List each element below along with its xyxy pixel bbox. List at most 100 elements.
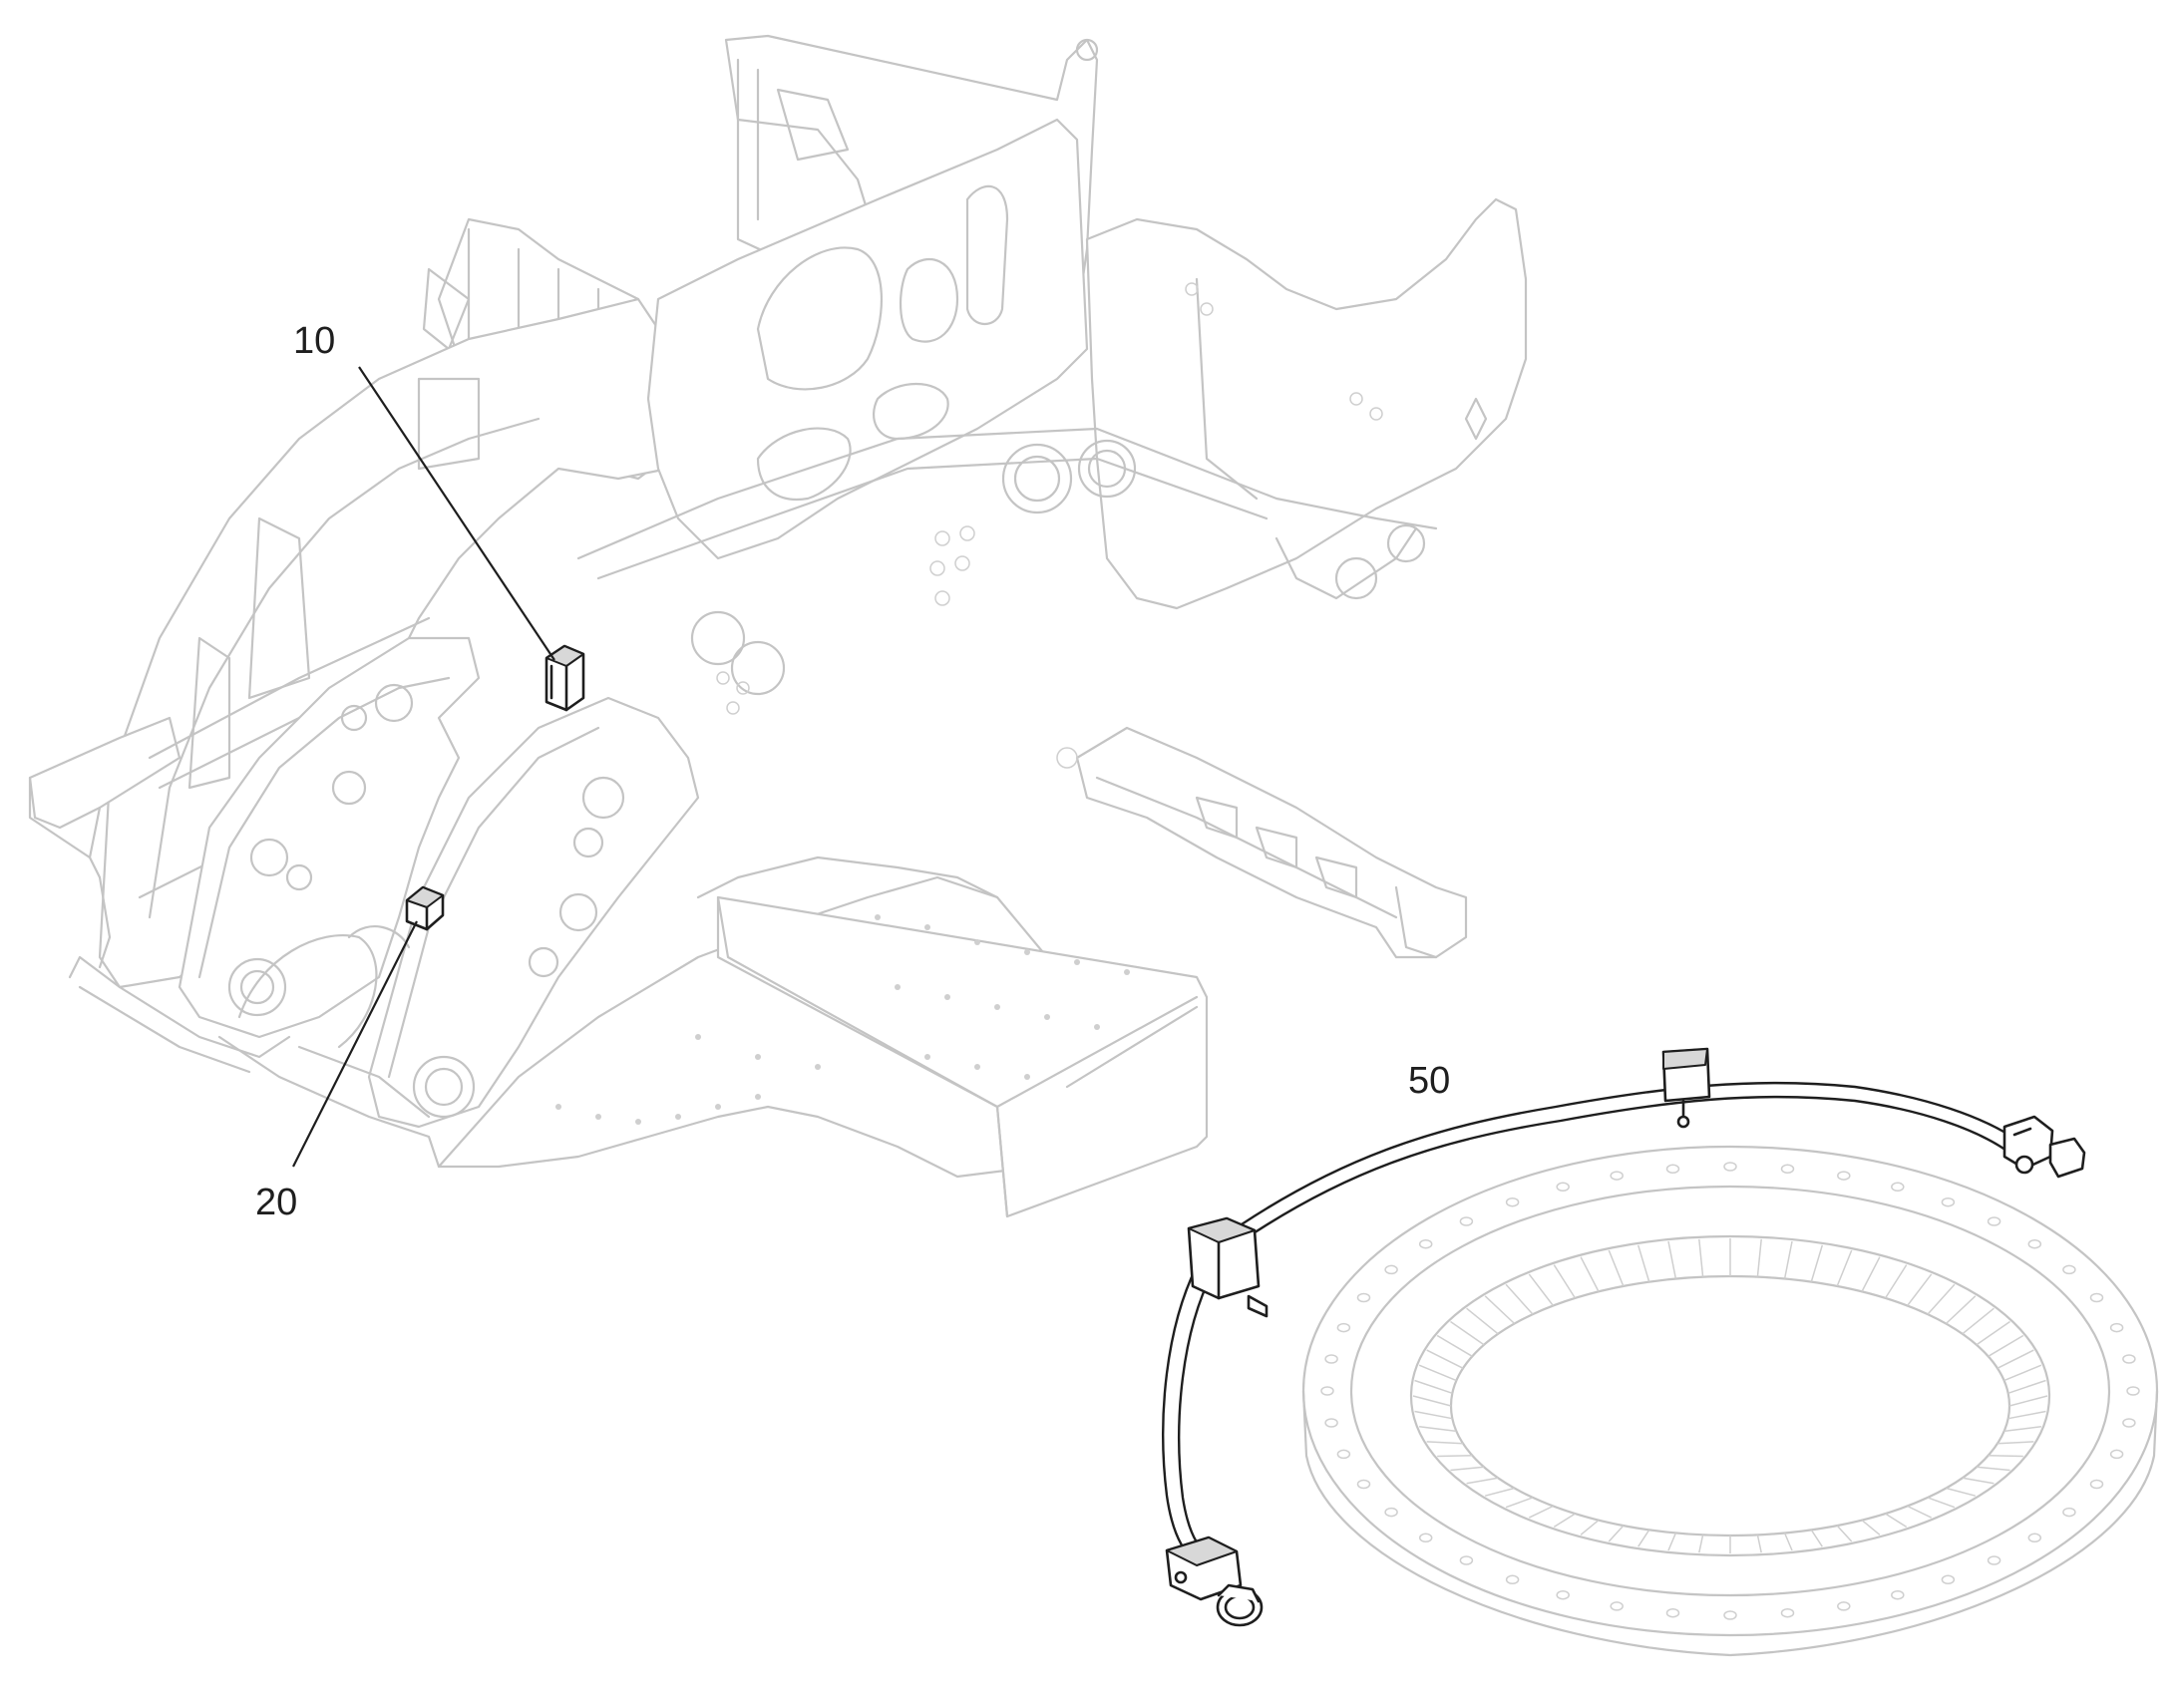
ring-bolt-hole: [1459, 1555, 1474, 1565]
ring-tooth: [1412, 1395, 1452, 1407]
ring-bolt-hole: [1891, 1589, 1905, 1600]
ring-tooth: [1836, 1249, 1853, 1287]
ring-tooth: [1426, 1441, 1464, 1445]
ring-bolt-hole: [2062, 1507, 2076, 1518]
ring-tooth: [1484, 1295, 1516, 1325]
ring-bolt-hole: [2109, 1322, 2124, 1333]
ring-tooth: [1580, 1520, 1600, 1536]
ring-tooth: [1608, 1249, 1625, 1287]
ring-bolt-hole: [1837, 1171, 1851, 1181]
ring-tooth: [1450, 1320, 1485, 1346]
ring-tooth: [1466, 1307, 1499, 1335]
callout-label-20: 20: [255, 1182, 298, 1223]
ring-bolt-hole: [1665, 1164, 1680, 1175]
ring-tooth: [1861, 1520, 1881, 1536]
ring-bolt-hole: [2089, 1292, 2104, 1303]
ring-tooth: [1667, 1240, 1677, 1279]
ring-tooth: [1698, 1238, 1704, 1277]
ring-bolt-hole: [2122, 1354, 2136, 1364]
ring-tooth: [1553, 1513, 1576, 1529]
base-plate-holes: [555, 914, 1130, 1125]
ring-tooth: [1418, 1364, 1457, 1382]
ring-tooth: [2003, 1364, 2042, 1382]
hose-line-icon[interactable]: [1162, 1047, 2086, 1627]
ring-tooth: [1783, 1240, 1793, 1279]
ring-tooth: [1927, 1497, 1956, 1509]
ring-bolt-hole: [2027, 1533, 2042, 1543]
ring-bolt-hole: [2109, 1449, 2124, 1460]
leader-line-20: [292, 920, 418, 1168]
hose-clamp-top: [1661, 1047, 1711, 1129]
ring-bolt-hole: [1459, 1216, 1474, 1226]
ring-bolt-hole: [1320, 1386, 1334, 1396]
ring-tooth: [1946, 1487, 1976, 1497]
ring-tooth: [1945, 1295, 1977, 1325]
ring-bolt-hole: [2122, 1418, 2136, 1428]
ring-bolt-hole: [1324, 1418, 1338, 1428]
ring-tooth: [1962, 1477, 1995, 1485]
ring-tooth: [1637, 1529, 1650, 1547]
ring-tooth: [1810, 1529, 1823, 1547]
ring-tooth: [1528, 1273, 1554, 1306]
callout-leaders: [292, 366, 555, 1168]
ring-tooth: [1553, 1264, 1577, 1299]
base-plate-and-box: [437, 855, 1209, 1218]
callout-label-50: 50: [1408, 1060, 1451, 1102]
ring-bolt-hole: [1987, 1216, 2001, 1226]
ring-tooth: [1698, 1535, 1704, 1553]
ring-tooth: [1962, 1307, 1995, 1335]
ring-bolt-hole: [1356, 1292, 1371, 1303]
ring-bolt-hole: [1418, 1238, 1433, 1249]
ring-bolt-hole: [1505, 1574, 1520, 1585]
ring-tooth: [2003, 1426, 2041, 1433]
ring-tooth: [1426, 1349, 1464, 1369]
hose-fitting-right: [2002, 1115, 2086, 1179]
ring-bolt-hole: [1723, 1162, 1737, 1172]
ring-bolt-hole: [1384, 1507, 1398, 1518]
ring-tooth: [1505, 1497, 1534, 1509]
ring-tooth: [1466, 1477, 1499, 1485]
ring-tooth: [1997, 1349, 2034, 1369]
ring-tooth: [1580, 1256, 1600, 1292]
ring-tooth: [1988, 1454, 2023, 1458]
hose-clamp-left: [1187, 1216, 1269, 1318]
ring-bolt-hole: [1941, 1196, 1956, 1207]
ring-tooth: [1976, 1320, 2010, 1346]
ring-bolt-hole: [1780, 1164, 1795, 1175]
ring-tooth: [1756, 1238, 1762, 1277]
ring-tooth: [1528, 1505, 1554, 1519]
callout-label-10: 10: [293, 320, 336, 362]
fastener-cluster: [716, 525, 975, 715]
ring-bolt-hole: [1891, 1182, 1905, 1193]
ring-tooth: [1636, 1244, 1650, 1282]
ring-gear-teeth: [1412, 1238, 2048, 1553]
ring-bolt-hole: [1610, 1171, 1624, 1181]
ring-bolt-hole: [1384, 1264, 1398, 1275]
ring-tooth: [1608, 1525, 1625, 1542]
ring-tooth: [1885, 1513, 1908, 1529]
ring-tooth: [1997, 1441, 2034, 1445]
ring-bolt-hole: [2089, 1479, 2104, 1490]
ring-tooth: [1436, 1334, 1473, 1357]
ring-tooth: [1485, 1487, 1515, 1497]
ring-bolt-hole: [1356, 1479, 1371, 1490]
boom-foot-brackets: [178, 636, 700, 1169]
ring-tooth: [1976, 1466, 2010, 1472]
ring-tooth: [1414, 1379, 1453, 1395]
ring-bolt-hole: [1780, 1607, 1795, 1618]
ring-tooth: [1927, 1283, 1956, 1315]
ring-tooth: [1450, 1466, 1485, 1472]
ring-tooth: [1907, 1505, 1933, 1519]
ring-bolt-hole: [2126, 1386, 2140, 1396]
ring-bolt-hole: [1723, 1610, 1737, 1620]
pad-block-icon[interactable]: [405, 885, 445, 931]
pad-block-icon[interactable]: [545, 644, 585, 712]
hose-fitting-bottom: [1165, 1536, 1264, 1627]
ring-tooth: [1861, 1256, 1881, 1292]
ring-tooth: [1810, 1244, 1824, 1282]
ring-bolt-hole: [1556, 1182, 1570, 1193]
ring-bolt-hole: [1665, 1607, 1680, 1618]
ring-tooth: [1667, 1533, 1677, 1551]
ring-tooth: [1437, 1454, 1473, 1458]
